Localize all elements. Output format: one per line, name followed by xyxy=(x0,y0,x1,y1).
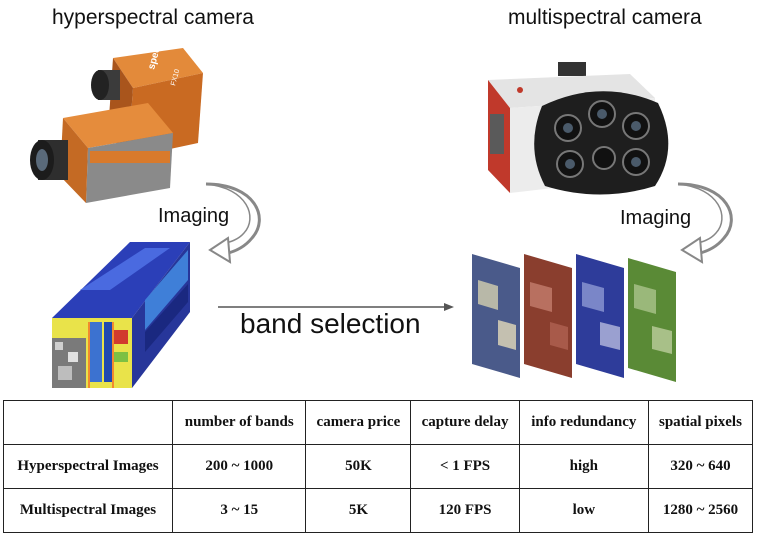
table-cell: 5K xyxy=(305,488,412,533)
table-cell: 50K xyxy=(305,444,412,489)
table-header-cell: number of bands xyxy=(171,400,307,445)
multispectral-camera-image xyxy=(488,62,669,195)
imaging-label-right: Imaging xyxy=(620,207,692,229)
hyperspectral-data-cube xyxy=(52,242,190,388)
imaging-arrow-left xyxy=(205,182,261,264)
imaging-arrow-right xyxy=(677,182,733,264)
table-cell: 320 ~ 640 xyxy=(647,444,754,489)
table-header-cell: info redundancy xyxy=(518,400,649,445)
table-cell: low xyxy=(518,488,649,533)
band-image-red xyxy=(524,254,572,378)
multispectral-band-images xyxy=(472,254,676,382)
table-row: Multispectral Images 3 ~ 15 5K 120 FPS l… xyxy=(3,488,754,533)
table-cell: 1280 ~ 2560 xyxy=(647,488,754,533)
camera-model-text: FX10 xyxy=(170,68,181,86)
table-header-row: number of bands camera price capture del… xyxy=(3,400,754,445)
imaging-label-left: Imaging xyxy=(158,205,230,227)
table-header-cell: spatial pixels xyxy=(647,400,754,445)
table-row: Hyperspectral Images 200 ~ 1000 50K < 1 … xyxy=(3,444,754,489)
band-image-green xyxy=(628,258,676,382)
band-selection-arrow xyxy=(218,303,454,311)
table-cell: 3 ~ 15 xyxy=(171,488,307,533)
table-header-cell: capture delay xyxy=(410,400,520,445)
table-cell: 120 FPS xyxy=(410,488,520,533)
table-row-label: Hyperspectral Images xyxy=(3,444,173,489)
table-cell: high xyxy=(518,444,649,489)
hyperspectral-camera-image: specim FX10 xyxy=(30,35,203,203)
table-cell: < 1 FPS xyxy=(410,444,520,489)
multispectral-camera-caption: multispectral camera xyxy=(508,6,702,29)
table-row-label: Multispectral Images xyxy=(3,488,173,533)
table-header-cell: camera price xyxy=(305,400,412,445)
band-image-blue-1 xyxy=(472,254,520,378)
hyperspectral-camera-caption: hyperspectral camera xyxy=(52,6,254,29)
comparison-table: number of bands camera price capture del… xyxy=(3,400,754,533)
table-header-cell xyxy=(3,400,173,445)
band-image-blue-2 xyxy=(576,254,624,378)
band-selection-label: band selection xyxy=(240,308,421,339)
table-cell: 200 ~ 1000 xyxy=(171,444,307,489)
